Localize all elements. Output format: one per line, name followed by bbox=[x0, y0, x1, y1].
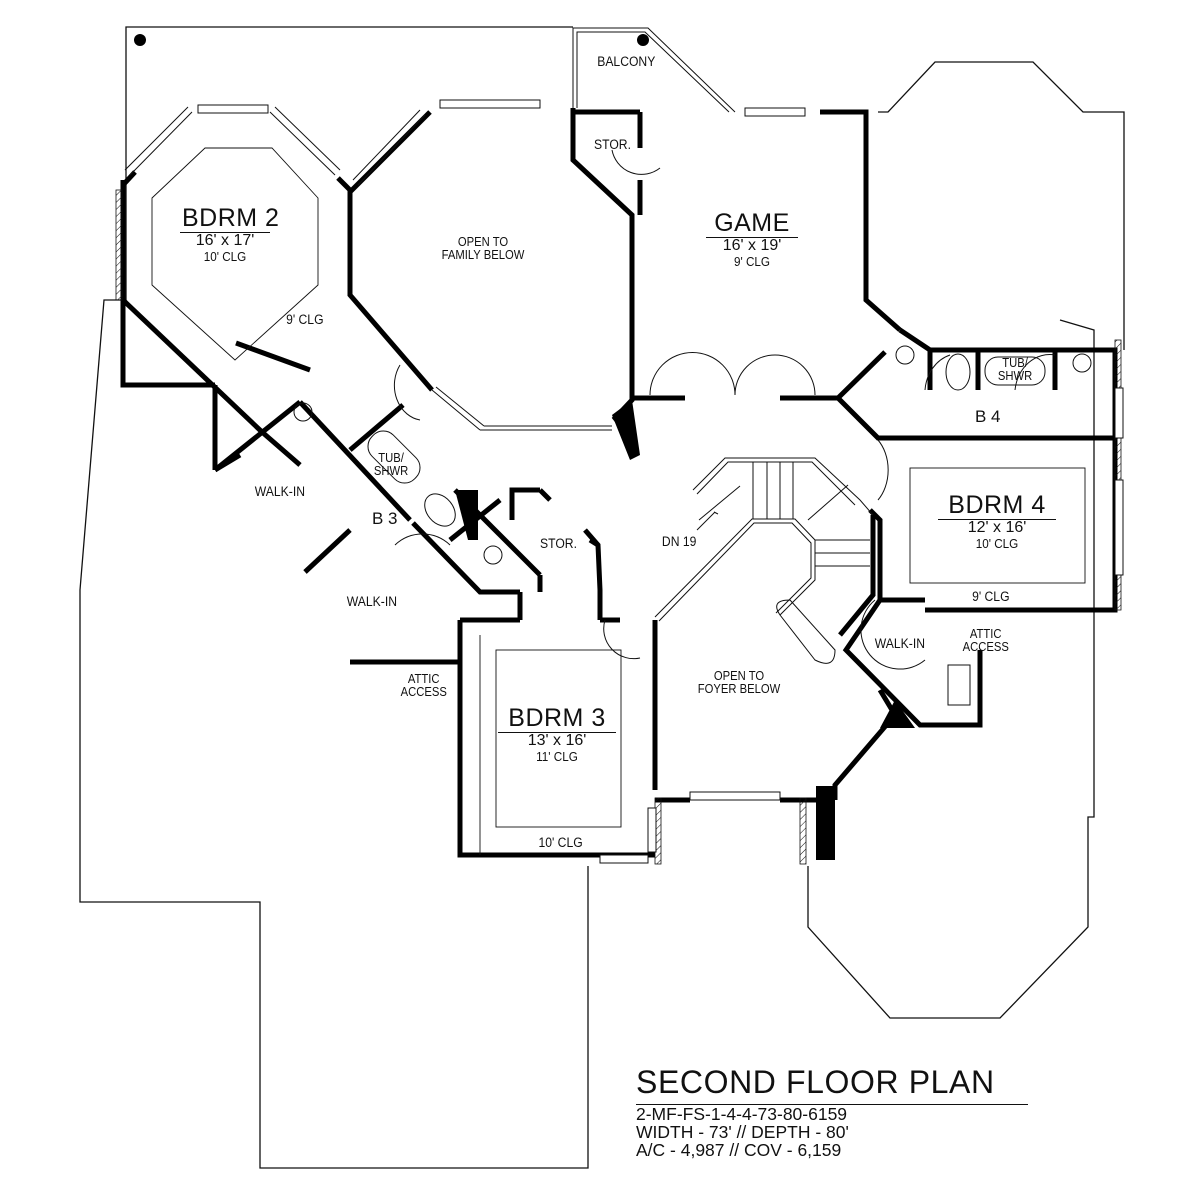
label-bath-3: B 3 bbox=[372, 509, 398, 528]
room-size: 12' x 16' bbox=[967, 519, 1027, 537]
room-size: 16' x 17' bbox=[195, 232, 255, 250]
sink-icon bbox=[1072, 353, 1092, 373]
room-bdrm2: BDRM 2 16' x 17' 10' CLG bbox=[180, 204, 280, 265]
room-game: GAME 16' x 19' 9' CLG bbox=[706, 210, 798, 269]
room-name: BDRM 4 bbox=[938, 492, 1056, 521]
lower-floor-outline bbox=[79, 26, 1125, 1169]
label-tub-shower-b4: TUB/ SHWR bbox=[997, 356, 1033, 384]
doors bbox=[393, 149, 1056, 670]
bdrm2-outer-ceiling: 9' CLG bbox=[286, 312, 324, 327]
room-size: 16' x 19' bbox=[722, 237, 782, 255]
sink-icon bbox=[483, 545, 503, 565]
room-ceiling: 9' CLG bbox=[733, 254, 771, 270]
bdrm3-outer-ceiling: 10' CLG bbox=[538, 835, 583, 850]
column-icon bbox=[637, 34, 649, 46]
label-storage-top: STOR. bbox=[594, 137, 631, 152]
plan-area: A/C - 4,987 // COV - 6,159 bbox=[636, 1140, 842, 1160]
room-name: GAME bbox=[706, 210, 798, 239]
ceiling-outlines bbox=[151, 147, 1086, 855]
label-open-to-foyer: OPEN TO FOYER BELOW bbox=[697, 669, 781, 697]
attic-hatch-icon bbox=[947, 664, 971, 706]
plumbing-fixtures bbox=[293, 345, 1092, 706]
bdrm4-outer-ceiling: 9' CLG bbox=[972, 589, 1010, 604]
room-name: BDRM 2 bbox=[180, 204, 280, 234]
plan-dimensions: WIDTH - 73' // DEPTH - 80' bbox=[636, 1122, 849, 1142]
room-size: 13' x 16' bbox=[527, 732, 587, 750]
label-open-to-family: OPEN TO FAMILY BELOW bbox=[441, 235, 525, 263]
bathtub-icon bbox=[984, 356, 1046, 386]
sink-icon bbox=[293, 402, 313, 422]
label-stairs-down: DN 19 bbox=[661, 534, 697, 549]
label-bath-4: B 4 bbox=[975, 407, 1001, 426]
toilet-icon bbox=[945, 353, 971, 391]
label-balcony: BALCONY bbox=[597, 54, 656, 69]
label-storage-mid: STOR. bbox=[540, 536, 577, 551]
label-tub-shower-b3: TUB/ SHWR bbox=[373, 451, 409, 479]
toilet-icon bbox=[424, 493, 456, 527]
plan-title: SECOND FLOOR PLAN bbox=[636, 1064, 1028, 1105]
bay-window-lines bbox=[124, 106, 612, 431]
column-icon bbox=[134, 34, 146, 46]
sink-icon bbox=[895, 345, 915, 365]
room-ceiling: 10' CLG bbox=[975, 536, 1019, 552]
label-attic-access-left: ATTIC ACCESS bbox=[400, 672, 447, 700]
room-name: BDRM 3 bbox=[498, 705, 616, 734]
label-walkin-3: WALK-IN bbox=[874, 636, 925, 651]
bathtub-icon bbox=[367, 430, 421, 484]
plan-code: 2-MF-FS-1-4-4-73-80-6159 bbox=[636, 1104, 848, 1124]
label-walkin-1: WALK-IN bbox=[254, 484, 305, 499]
room-bdrm4: BDRM 4 12' x 16' 10' CLG bbox=[938, 492, 1056, 551]
windows bbox=[197, 99, 1124, 864]
exterior-hatch bbox=[115, 189, 1122, 865]
room-ceiling: 10' CLG bbox=[203, 249, 247, 265]
staircase bbox=[654, 457, 874, 664]
label-walkin-2: WALK-IN bbox=[346, 594, 397, 609]
room-bdrm3: BDRM 3 13' x 16' 11' CLG bbox=[498, 705, 616, 764]
solid-wall-blocks bbox=[455, 400, 915, 860]
label-attic-access-right: ATTIC ACCESS bbox=[962, 627, 1009, 655]
room-ceiling: 11' CLG bbox=[536, 749, 578, 765]
title-block: SECOND FLOOR PLAN 2-MF-FS-1-4-4-73-80-61… bbox=[636, 1064, 1028, 1159]
balcony-railing bbox=[572, 27, 736, 113]
